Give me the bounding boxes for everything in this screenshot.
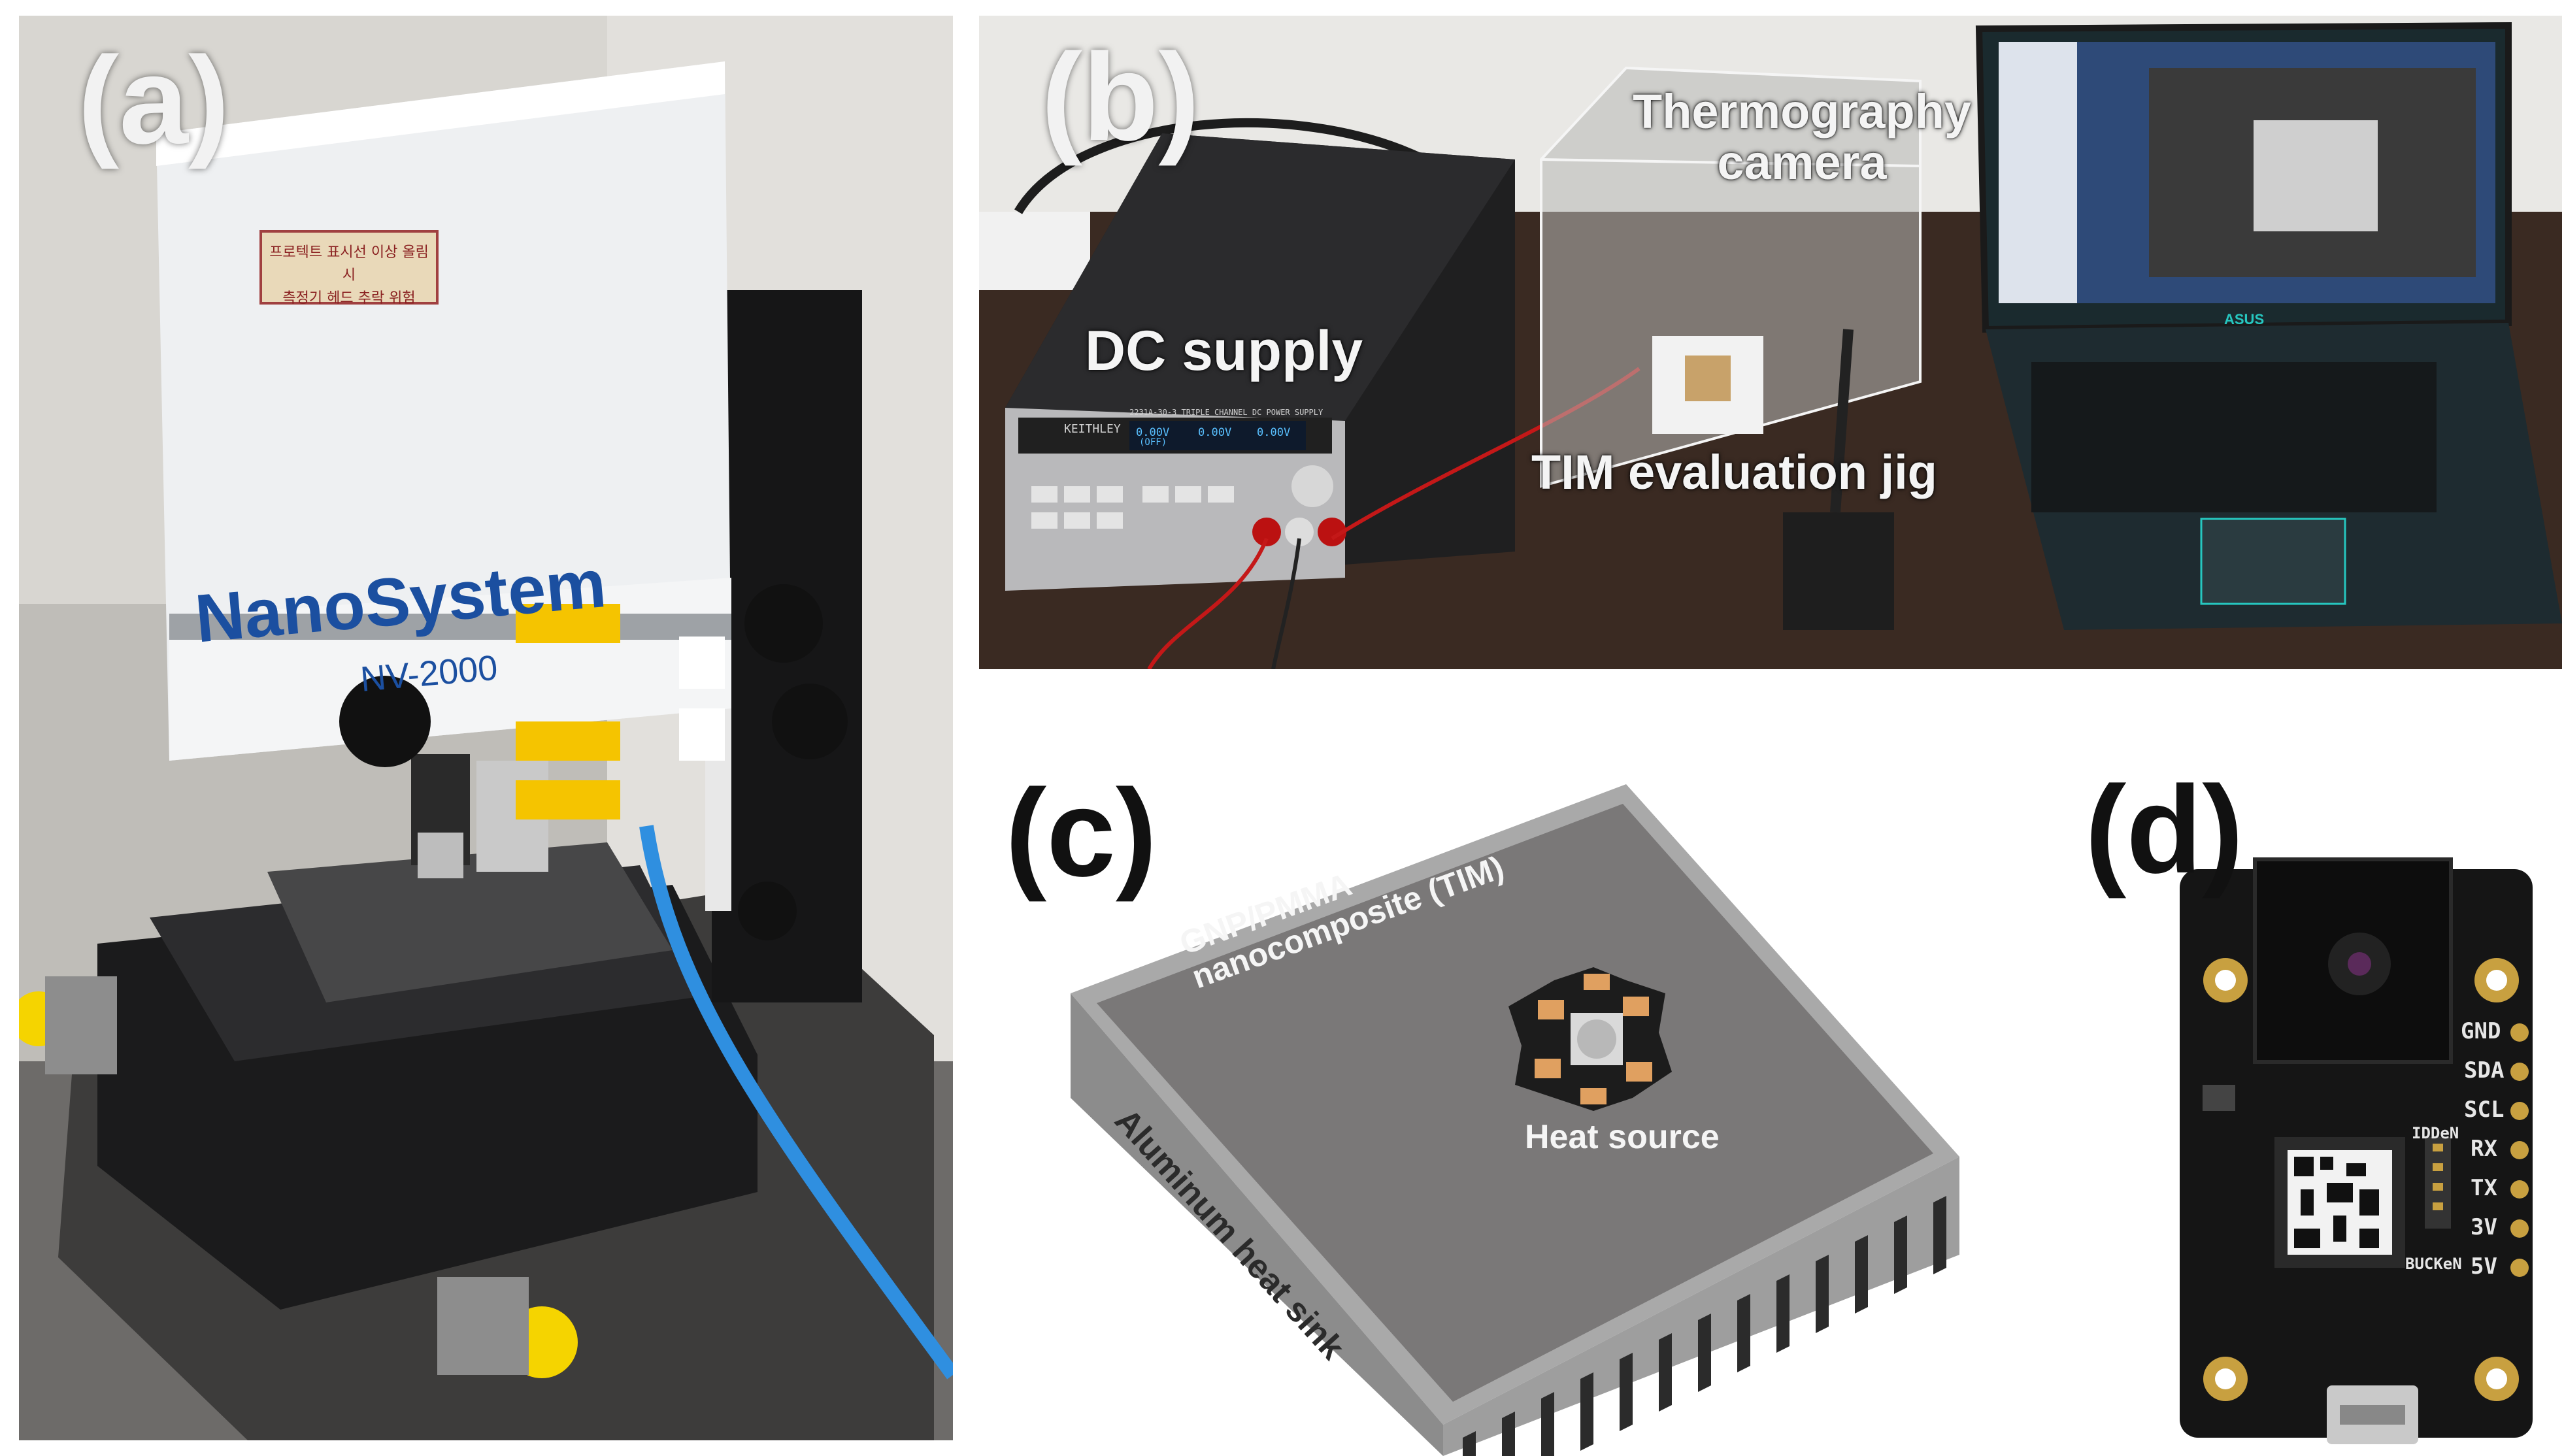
warning-line-1: 프로텍트 표시선 이상 올림 시: [269, 244, 429, 284]
supply-readout-2: 0.00V: [1198, 426, 1232, 439]
pin-label-tx: TX: [2471, 1175, 2497, 1201]
heat-sink-diagram: [979, 732, 1992, 1456]
panel-c-diagram: (c) GNP/PMMA nanocomposite (TIM) Heat so…: [979, 732, 1992, 1456]
microscope-illustration: [19, 16, 953, 1440]
chip-label-bucken: BUCKeN: [2405, 1255, 2462, 1273]
panel-c-tag: (c): [1005, 764, 1157, 902]
camera-callout-line-1: Thermography: [1633, 84, 1972, 139]
panel-d-photo: (d) GND SDA SCL RX TX 3V 5V IDDeN BUCKeN: [1993, 732, 2562, 1456]
dc-supply-callout: DC supply: [1085, 320, 1363, 382]
tim-jig-callout: TIM evaluation jig: [1531, 445, 1937, 499]
panel-b-tag: (b): [1041, 28, 1200, 167]
supply-readout-1: 0.00V: [1136, 426, 1170, 439]
heat-source-label: Heat source: [1525, 1118, 1720, 1156]
lab-setup-illustration: [979, 16, 2562, 669]
warning-sticker: 프로텍트 표시선 이상 올림 시 측정기 헤드 추락 위험: [267, 241, 431, 310]
pin-label-3v: 3V: [2471, 1214, 2497, 1240]
camera-callout-line-2: camera: [1717, 135, 1887, 190]
heat-sink-fins: [1463, 1196, 1946, 1456]
panel-b-photo: (b) KEITHLEY 2231A-30-3 TRIPLE CHANNEL D…: [979, 16, 2562, 669]
panel-a-photo: (a) NanoSystem NV-2000 프로텍트 표시선 이상 올림 시 …: [19, 16, 953, 1440]
heat-source-led: [1508, 967, 1672, 1111]
supply-model: 2231A-30-3 TRIPLE CHANNEL DC POWER SUPPL…: [1129, 408, 1324, 417]
pin-label-gnd: GND: [2461, 1018, 2501, 1044]
supply-readout-3: 0.00V: [1257, 426, 1291, 439]
panel-d-tag: (d): [2085, 761, 2244, 899]
pin-label-scl: SCL: [2464, 1097, 2505, 1123]
supply-readout-state: (OFF): [1139, 437, 1167, 448]
panel-a-tag: (a): [78, 31, 230, 170]
supply-brand: KEITHLEY: [1064, 422, 1121, 436]
chip-label-iddem: IDDeN: [2412, 1124, 2459, 1142]
pin-label-rx: RX: [2471, 1136, 2497, 1162]
pin-label-5v: 5V: [2471, 1253, 2497, 1280]
pin-label-sda: SDA: [2464, 1057, 2505, 1084]
sensor-board-illustration: [1993, 732, 2562, 1456]
warning-line-2: 측정기 헤드 추락 위험: [282, 290, 416, 307]
thermography-camera-callout: Thermography camera: [1633, 86, 1971, 188]
laptop-brand: ASUS: [2224, 311, 2265, 327]
